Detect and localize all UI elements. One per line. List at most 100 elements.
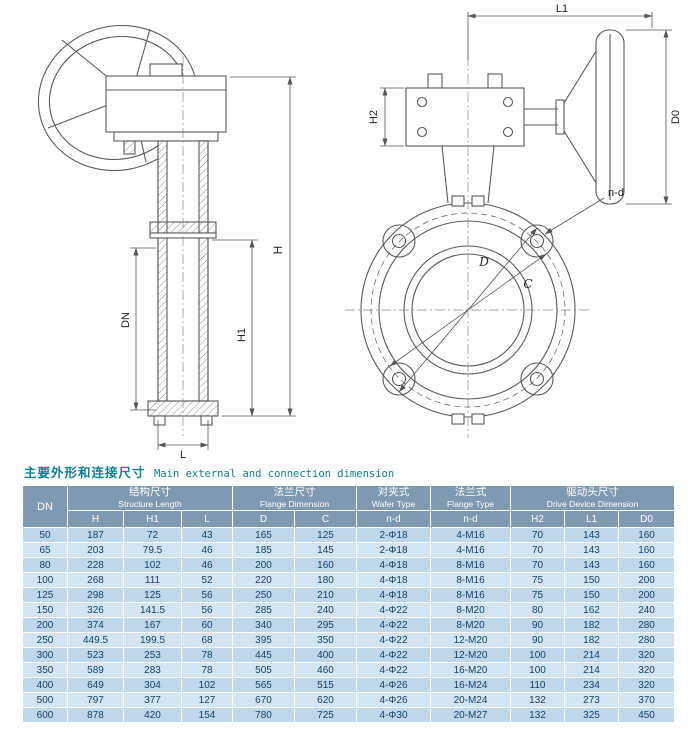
table-cell: 374 xyxy=(67,617,124,633)
dim-label-dn: DN xyxy=(120,312,132,328)
right-view xyxy=(360,29,625,425)
table-cell: 370 xyxy=(618,692,676,708)
table-cell: 132 xyxy=(510,707,566,723)
table-cell: 180 xyxy=(293,572,358,588)
table-cell: 500 xyxy=(22,692,68,708)
table-cell: 80 xyxy=(510,602,566,618)
table-cell: 110 xyxy=(510,677,566,693)
table-header-row-cols: H H1 L D C n-d n-d H2 L1 D0 xyxy=(23,510,676,528)
table-cell: 460 xyxy=(293,662,358,678)
table-cell: 141.5 xyxy=(123,602,182,618)
table-cell: 250 xyxy=(22,632,68,648)
table-cell: 78 xyxy=(181,647,233,663)
drawing-area: H H1 DN L xyxy=(37,3,682,461)
group-header-flange-dim-zh: 法兰尺寸 xyxy=(273,486,316,499)
table-cell: 400 xyxy=(22,677,68,693)
table-cell: 52 xyxy=(181,572,233,588)
table-cell: 102 xyxy=(123,557,182,573)
table-cell: 132 xyxy=(510,692,566,708)
table-cell: 100 xyxy=(510,662,566,678)
table-cell: 154 xyxy=(181,707,233,723)
group-header-structure: 结构尺寸 Structure Length xyxy=(67,485,233,511)
dim-label-d0: D0 xyxy=(670,110,682,124)
table-cell: 228 xyxy=(67,557,124,573)
dim-label-l: L xyxy=(180,449,186,461)
dim-label-h2: H2 xyxy=(368,110,380,124)
table-cell: 620 xyxy=(293,692,358,708)
table-cell: 8-M16 xyxy=(430,557,512,573)
table-cell: 523 xyxy=(67,647,124,663)
table-cell: 326 xyxy=(67,602,124,618)
section-title: 主要外形和连接尺寸 Main external and connection d… xyxy=(24,462,694,482)
table-cell: 515 xyxy=(293,677,358,693)
table-cell: 4-Φ22 xyxy=(356,617,432,633)
table-cell: 125 xyxy=(123,587,182,603)
table-cell: 167 xyxy=(123,617,182,633)
table-cell: 780 xyxy=(232,707,295,723)
table-cell: 295 xyxy=(293,617,358,633)
group-header-flange-type: 法兰式 Flange Type xyxy=(430,485,512,511)
table-cell: 670 xyxy=(232,692,295,708)
table-cell: 280 xyxy=(618,617,676,633)
table-cell: 325 xyxy=(564,707,620,723)
table-cell: 46 xyxy=(181,557,233,573)
group-header-flange-type-en: Flange Type xyxy=(446,499,495,509)
table-cell: 2-Φ18 xyxy=(356,527,432,543)
table-cell: 143 xyxy=(564,527,620,543)
table-cell: 187 xyxy=(67,527,124,543)
table-cell: 50 xyxy=(22,527,68,543)
table-cell: 565 xyxy=(232,677,295,693)
group-header-flange-dim: 法兰尺寸 Flange Dimension xyxy=(231,485,358,511)
left-dimension-lines xyxy=(130,76,296,450)
table-cell: 79.5 xyxy=(123,542,182,558)
table-cell: 90 xyxy=(510,632,566,648)
table-cell: 16-M20 xyxy=(430,662,512,678)
table-cell: 200 xyxy=(22,617,68,633)
dimension-table: DN 结构尺寸 Structure Length 法兰尺寸 Flange Dim… xyxy=(22,485,676,723)
col-header-d: D xyxy=(232,510,295,528)
table-cell: 160 xyxy=(618,542,676,558)
table-cell: 182 xyxy=(564,617,620,633)
table-cell: 878 xyxy=(67,707,124,723)
table-cell: 273 xyxy=(564,692,620,708)
dim-label-h: H xyxy=(271,246,285,255)
table-cell: 150 xyxy=(564,587,620,603)
table-cell: 72 xyxy=(123,527,182,543)
col-header-d0: D0 xyxy=(618,510,676,528)
table-cell: 125 xyxy=(22,587,68,603)
table-cell: 46 xyxy=(181,542,233,558)
group-header-wafer: 对夹式 Wafer Type xyxy=(356,485,432,511)
section-title-en: Main external and connection dimension xyxy=(153,468,395,480)
table-cell: 8-M20 xyxy=(430,602,512,618)
table-cell: 234 xyxy=(564,677,620,693)
table-cell: 143 xyxy=(564,542,620,558)
table-cell: 649 xyxy=(67,677,124,693)
technical-drawing: H H1 DN L xyxy=(37,3,682,461)
table-cell: 4-Φ18 xyxy=(356,587,432,603)
table-cell: 143 xyxy=(564,557,620,573)
table-cell: 160 xyxy=(618,557,676,573)
table-cell: 4-Φ22 xyxy=(356,602,432,618)
col-header-dn: DN xyxy=(22,485,68,528)
table-cell: 395 xyxy=(232,632,295,648)
table-cell: 298 xyxy=(67,587,124,603)
col-header-h2: H2 xyxy=(510,510,566,528)
table-cell: 350 xyxy=(293,632,358,648)
table-cell: 145 xyxy=(293,542,358,558)
table-cell: 43 xyxy=(181,527,233,543)
table-cell: 4-Φ22 xyxy=(356,632,432,648)
table-cell: 283 xyxy=(123,662,182,678)
table-cell: 505 xyxy=(232,662,295,678)
table-cell: 340 xyxy=(232,617,295,633)
table-cell: 4-Φ22 xyxy=(356,662,432,678)
table-cell: 75 xyxy=(510,572,566,588)
table-cell: 12-M20 xyxy=(430,632,512,648)
dim-label-nd: n-d xyxy=(608,187,624,199)
table-cell: 165 xyxy=(232,527,295,543)
